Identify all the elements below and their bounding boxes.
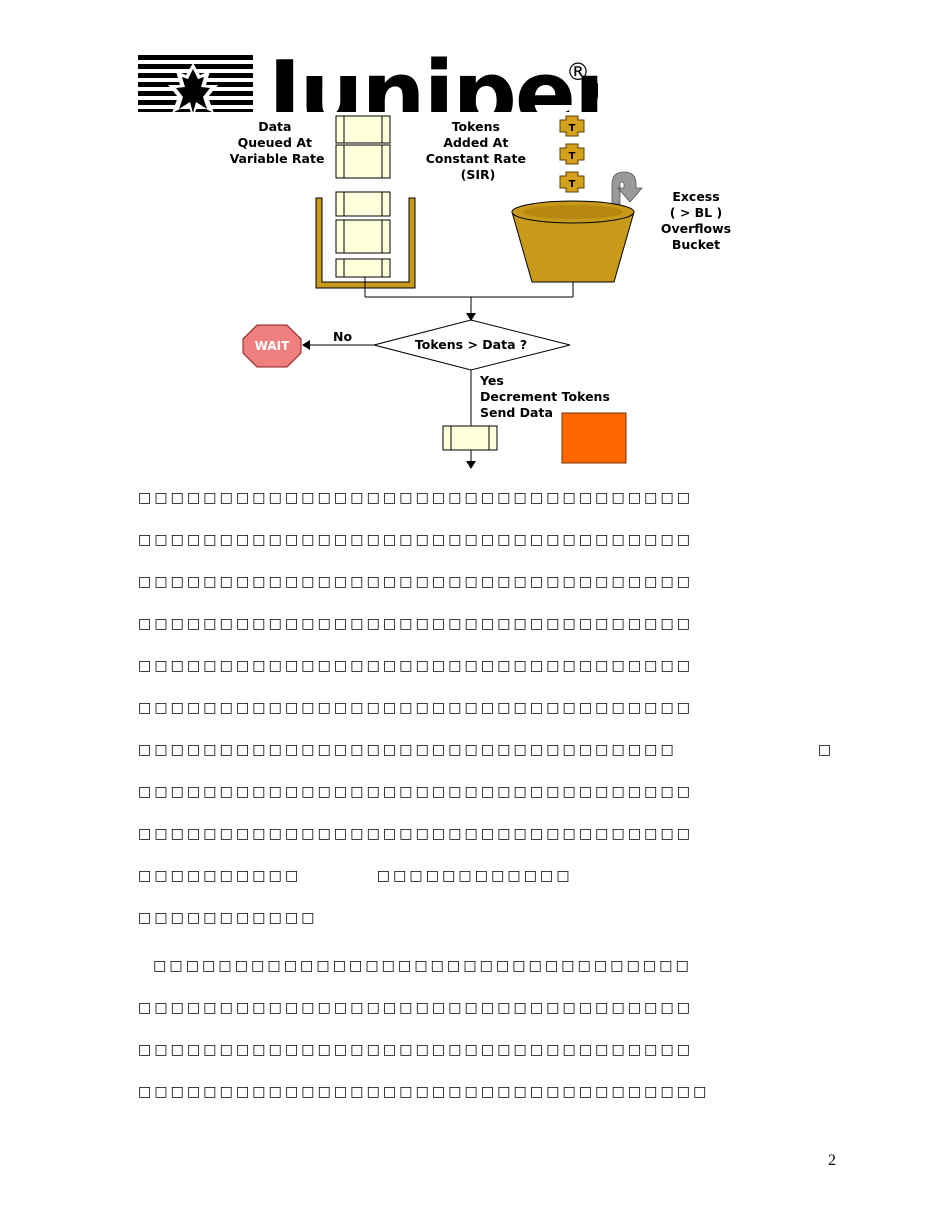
text-line: □□□□□□□□□□□□□□□□□□□□□□□□□□□□□□□□□□: [138, 1000, 694, 1016]
tokens-added-label: Tokens Added At Constant Rate (SIR): [426, 119, 531, 182]
arrow-down-icon: [466, 461, 476, 469]
logo-wordmark: Juniper: [268, 50, 598, 112]
excess-line: Bucket: [671, 237, 721, 252]
token-bucket-diagram: Data Queued At Variable Rate Tokens Adde…: [230, 115, 643, 469]
data-queue: [315, 191, 416, 289]
text-line: □□□□□□□□□□□□□□□□□□□□□□□□□□□□□□□□□□: [138, 490, 694, 506]
text-line: □□□□□□□□□□□: [138, 910, 318, 926]
text-line: □□□□□□□□□□□□□□□□□□□□□□□□□□□□□□□□□□: [138, 826, 694, 842]
text-line: □□□□□□□□□□□□□□□□□□□□□□□□□□□□□□□□□□: [138, 574, 694, 590]
text-line: □□□□□□□□□□□□□□□□□□□□□□□□□□□□□□□□□□: [138, 658, 694, 674]
outgoing-packet: [442, 425, 498, 451]
token-bucket: [511, 200, 635, 283]
text-line: □□□□□□□□□□□□□□□□□□□□□□□□□□□□□□□□□□: [138, 616, 694, 632]
svg-text:T: T: [569, 123, 576, 134]
text-line: □□□□□□□□□□□□□□□□□□□□□□□□□□□□□□□□□□□: [138, 1084, 710, 1100]
excess-label-block: Excess ( > BL ) Overflows Bucket: [656, 189, 736, 253]
arrow-down-icon: [466, 313, 476, 321]
page-number: 2: [828, 1152, 836, 1169]
arrow-left-icon: [302, 340, 310, 350]
wait-stop-icon: WAIT: [242, 324, 302, 368]
excess-line: Excess: [672, 189, 720, 204]
registered-mark: ®: [566, 58, 590, 86]
juniper-logo: Juniper ®: [138, 50, 598, 112]
token-icon: T: [559, 143, 585, 165]
token-icon: T: [559, 171, 585, 193]
decision-label: Tokens > Data ?: [415, 337, 527, 352]
juniper-leaf-icon: [138, 55, 253, 112]
text-line: □□□□□□□□□□□□□□□□□□□□□□□□□□□□□□□□□□: [138, 700, 694, 716]
text-line: □□□□□□□□□□□□□□□□□□□□□□□□□□□□□□□□□□: [138, 532, 694, 548]
data-queued-label: Data Queued At Variable Rate: [230, 119, 324, 166]
text-line: □□□□□□□□□□□□□□□□□□□□□□□□□□□□□□□□□: [138, 958, 692, 974]
no-label: No: [333, 329, 352, 344]
decision-diamond: [373, 319, 571, 371]
stray-glyph: □: [818, 742, 832, 758]
svg-text:WAIT: WAIT: [255, 339, 290, 353]
text-line: □□□□□□□□□□□□□□□□□□□□□□□□□□□□□□□□□□: [138, 1042, 694, 1058]
text-line: □□□□□□□□□□ □□□□□□□□□□□□: [138, 868, 573, 884]
text-line: □□□□□□□□□□□□□□□□□□□□□□□□□□□□□□□□□□: [138, 784, 694, 800]
connector-lines: [310, 277, 574, 464]
overflow-arrow-icon: [611, 171, 643, 205]
token-icon: T: [559, 115, 585, 137]
text-line: □□□□□□□□□□□□□□□□□□□□□□□□□□□□□□□□□: [138, 742, 677, 758]
excess-line: ( > BL ): [669, 205, 723, 220]
sent-data-block: [561, 412, 627, 464]
incoming-packets: [335, 115, 391, 179]
svg-text:T: T: [569, 151, 576, 162]
yes-decrement-send-label: Yes Decrement Tokens Send Data: [479, 373, 614, 420]
svg-text:T: T: [569, 179, 576, 190]
excess-line: Overflows: [660, 221, 732, 236]
